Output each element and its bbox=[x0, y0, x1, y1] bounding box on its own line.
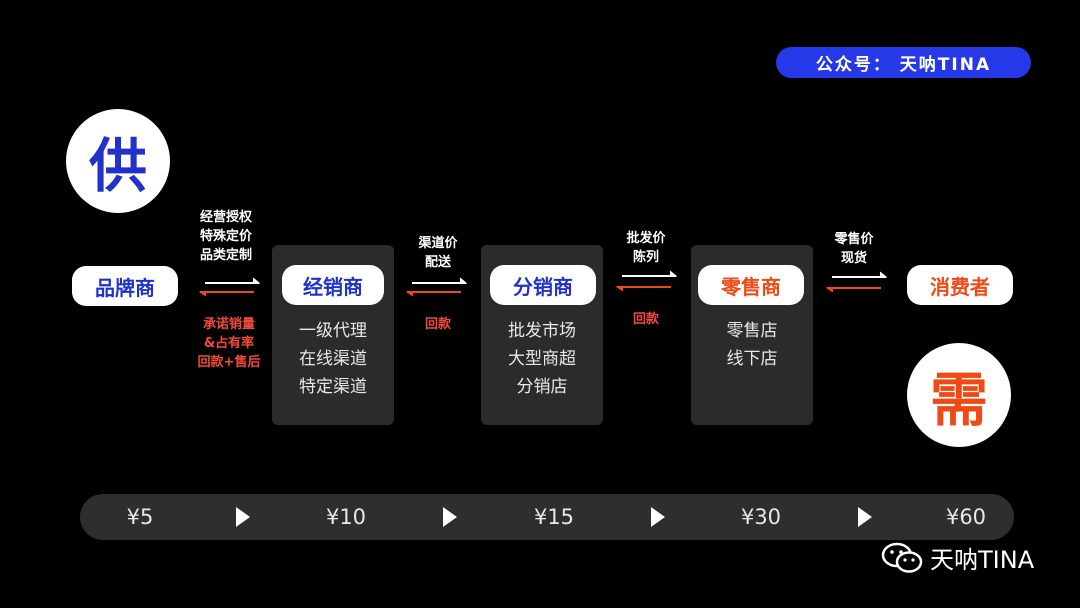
watermark: 天呐TINA bbox=[880, 540, 1034, 575]
account-badge: 公众号： 天呐TINA bbox=[776, 47, 1031, 78]
card-line: 一级代理 bbox=[299, 321, 367, 341]
price-retailer: ¥30 bbox=[740, 505, 782, 529]
supply-circle: 供 bbox=[66, 109, 170, 213]
card-line: 在线渠道 bbox=[299, 349, 367, 369]
card-line: 分销店 bbox=[516, 377, 568, 397]
card-line: 零售店 bbox=[726, 321, 778, 341]
price-bar: ¥5 ¥10 ¥15 ¥30 ¥60 bbox=[80, 494, 1014, 540]
price-distributor: ¥10 bbox=[325, 505, 367, 529]
wechat-icon bbox=[881, 542, 923, 573]
flow1-forward-arrow bbox=[205, 282, 259, 284]
card-line: 批发市场 bbox=[508, 321, 576, 341]
flow1-bottom-label: 承诺销量&占有率回款+售后 bbox=[197, 317, 261, 370]
node-consumer: 消费者 bbox=[907, 265, 1013, 305]
play-icon bbox=[651, 507, 665, 527]
flow3-top-label: 批发价陈列 bbox=[626, 231, 666, 265]
node-subdistributor: 分销商 bbox=[490, 265, 596, 305]
demand-char: 需 bbox=[929, 366, 988, 434]
watermark-text: 天呐TINA bbox=[930, 546, 1035, 574]
flow2-forward-arrow bbox=[412, 282, 466, 284]
supply-char: 供 bbox=[88, 132, 147, 200]
flow1-back-arrow bbox=[200, 291, 254, 293]
flow4-back-arrow bbox=[827, 287, 881, 289]
node-retailer: 零售商 bbox=[698, 265, 804, 305]
flow2-back-arrow bbox=[407, 291, 461, 293]
flow3-back-arrow bbox=[617, 286, 671, 288]
flow3-bottom-label: 回款 bbox=[632, 312, 659, 327]
flow2-bottom-label: 回款 bbox=[424, 317, 451, 332]
card-line: 特定渠道 bbox=[299, 377, 367, 397]
price-consumer: ¥60 bbox=[945, 505, 987, 529]
demand-circle: 需 bbox=[907, 343, 1011, 447]
play-icon bbox=[443, 507, 457, 527]
play-icon bbox=[858, 507, 872, 527]
flow4-forward-arrow bbox=[832, 276, 886, 278]
node-brand: 品牌商 bbox=[72, 266, 178, 306]
flow2-top-label: 渠道价配送 bbox=[418, 236, 458, 270]
card-line: 线下店 bbox=[726, 349, 778, 369]
play-icon bbox=[236, 507, 250, 527]
flow3-forward-arrow bbox=[622, 275, 676, 277]
node-distributor: 经销商 bbox=[282, 265, 384, 305]
flow1-top-label: 经营授权特殊定价品类定制 bbox=[199, 210, 252, 263]
price-subdistributor: ¥15 bbox=[533, 505, 575, 529]
flow4-top-label: 零售价现货 bbox=[834, 232, 874, 266]
price-brand: ¥5 bbox=[126, 505, 154, 529]
card-line: 大型商超 bbox=[508, 349, 576, 369]
